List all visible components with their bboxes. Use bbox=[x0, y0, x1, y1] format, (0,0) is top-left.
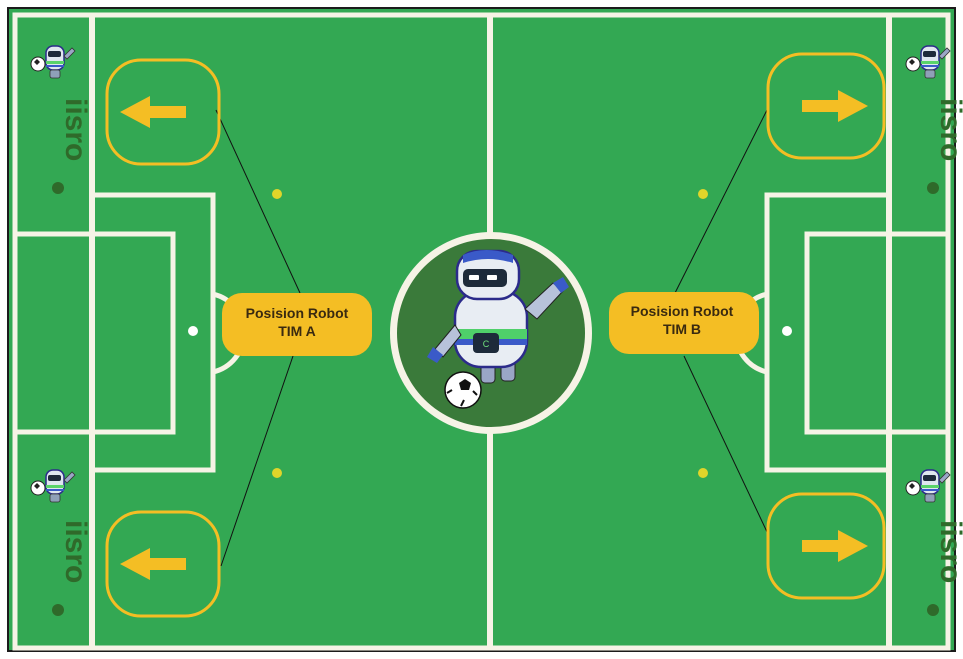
marker-spot-right-top bbox=[698, 189, 708, 199]
team-a-label-line2: TIM A bbox=[278, 323, 316, 339]
marker-spot-left-bottom bbox=[272, 468, 282, 478]
connector-b-bottom bbox=[683, 355, 769, 535]
field-outline bbox=[12, 12, 951, 651]
left-arrow-icon bbox=[120, 96, 186, 128]
right-arrow-icon bbox=[802, 90, 868, 122]
team-a-label-line1: Posision Robot bbox=[246, 305, 349, 321]
right-penalty-box bbox=[764, 192, 889, 473]
team-b-arrow-bottom bbox=[766, 492, 886, 600]
team-a-label: Posision Robot TIM A bbox=[222, 293, 372, 356]
team-b-label: Posision Robot TIM B bbox=[609, 292, 759, 354]
sponsor-logo-top-right: iisro bbox=[905, 45, 963, 194]
team-b-label-line2: TIM B bbox=[663, 321, 701, 337]
connector-b-top bbox=[674, 107, 769, 294]
right-penalty-spot bbox=[782, 326, 792, 336]
left-goal-box bbox=[15, 231, 176, 435]
robot-mascot-with-ball-icon: C bbox=[427, 249, 569, 409]
connector-a-top bbox=[215, 109, 301, 294]
left-arrow-icon bbox=[120, 548, 186, 580]
left-penalty-box bbox=[92, 192, 216, 473]
sponsor-text-bottom-left: iisro bbox=[59, 520, 92, 583]
sponsor-text-bottom-right: iisro bbox=[934, 520, 963, 583]
sponsor-text-top-left: iisro bbox=[59, 98, 92, 161]
marker-spot-left-top bbox=[272, 189, 282, 199]
sponsor-logo-bottom-right: iisro bbox=[905, 469, 963, 616]
right-arrow-icon bbox=[802, 530, 868, 562]
team-b-arrow-top bbox=[766, 52, 886, 160]
connector-a-bottom bbox=[220, 355, 294, 567]
sponsor-logo-top-left: iisro bbox=[30, 45, 92, 194]
sponsor-text-top-right: iisro bbox=[934, 98, 963, 161]
marker-spot-right-bottom bbox=[698, 468, 708, 478]
team-a-arrow-bottom bbox=[105, 510, 221, 618]
field-frame bbox=[7, 7, 956, 652]
svg-text:C: C bbox=[483, 339, 490, 349]
team-b-label-line1: Posision Robot bbox=[631, 303, 734, 319]
left-penalty-spot bbox=[188, 326, 198, 336]
right-goal-box bbox=[804, 231, 948, 435]
sponsor-logo-bottom-left: iisro bbox=[30, 469, 92, 616]
team-a-arrow-top bbox=[105, 58, 221, 166]
